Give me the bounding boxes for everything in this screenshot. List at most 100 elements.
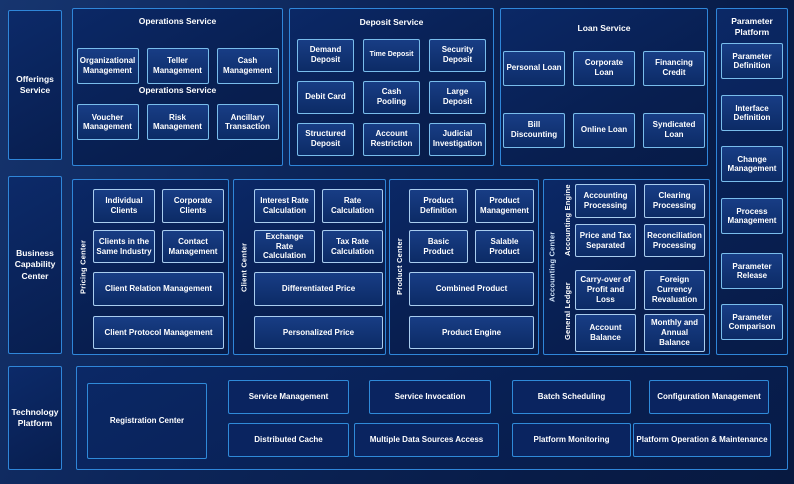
loan-row-2: Bill Discounting Online Loan Syndicated … [501, 112, 707, 148]
box-client-relation-management: Client Relation Management [93, 272, 224, 306]
operations-service-panel: Operations Service Organizational Manage… [72, 8, 283, 166]
box-personalized-price: Personalized Price [254, 316, 383, 349]
rail-offerings-service: Offerings Service [8, 10, 62, 160]
product-center-vertical-label: Product Center [395, 238, 404, 296]
general-ledger-vertical-label: General Ledger [563, 282, 572, 340]
box-security-deposit: Security Deposit [429, 38, 486, 72]
box-basic-product: Basic Product [409, 230, 468, 263]
rail-offerings-label: Offerings Service [16, 73, 54, 95]
operations-service-title: Operations Service [138, 16, 217, 26]
technology-platform-panel: Registration Center Service Management S… [76, 366, 788, 470]
box-judicial-investigation: Judicial Investigation [429, 122, 486, 156]
box-voucher-management: Voucher Management [76, 104, 139, 141]
pricing-small-row-1: Individual Clients Corporate Clients [93, 189, 224, 223]
box-individual-clients: Individual Clients [93, 189, 155, 223]
box-product-definition: Product Definition [409, 189, 468, 223]
box-corporate-clients: Corporate Clients [162, 189, 224, 223]
box-product-engine: Product Engine [409, 316, 534, 349]
deposit-service-title: Deposit Service [359, 17, 424, 27]
operations-row-2: Voucher Management Risk Management Ancil… [73, 104, 282, 141]
engine-row-2: Price and Tax Separated Reconciliation P… [575, 224, 705, 257]
operations-row-1: Organizational Management Teller Managem… [73, 47, 282, 84]
deposit-service-panel: Deposit Service Demand Deposit Time Depo… [289, 8, 494, 166]
box-clients-same-industry: Clients in the Same Industry [93, 230, 155, 263]
product-small-row-1: Product Definition Product Management [409, 189, 534, 223]
parameter-platform-title: Parameter Platform [731, 16, 773, 37]
box-platform-monitoring: Platform Monitoring [512, 423, 631, 457]
accounting-center-panel: Accounting Center Accounting Engine Acco… [543, 179, 710, 355]
box-monthly-annual-balance: Monthly and Annual Balance [644, 314, 705, 352]
box-distributed-cache: Distributed Cache [228, 423, 349, 457]
box-rate-calculation: Rate Calculation [322, 189, 383, 223]
pricing-center-panel: Pricing Center Individual Clients Corpor… [72, 179, 229, 355]
box-interface-definition: Interface Definition [721, 95, 783, 132]
engine-row-1: Accounting Processing Clearing Processin… [575, 184, 705, 218]
general-ledger-section: General Ledger Carry-over of Profit and … [560, 270, 710, 352]
box-cash-pooling: Cash Pooling [363, 80, 420, 114]
box-change-management: Change Management [721, 146, 783, 183]
pricing-small-row-2: Clients in the Same Industry Contact Man… [93, 230, 224, 263]
loan-service-title: Loan Service [577, 23, 631, 33]
box-platform-operation-maintenance: Platform Operation & Maintenance [633, 423, 771, 457]
box-product-management: Product Management [475, 189, 534, 223]
box-batch-scheduling: Batch Scheduling [512, 380, 631, 414]
operations-service-subtitle: Operations Service [138, 84, 217, 95]
box-ancillary-transaction: Ancillary Transaction [216, 104, 279, 141]
box-interest-rate-calculation: Interest Rate Calculation [254, 189, 315, 223]
box-personal-loan: Personal Loan [503, 50, 565, 86]
box-salable-product: Salable Product [475, 230, 534, 263]
box-registration-center: Registration Center [87, 383, 207, 459]
rail-technology-platform: Technology Platform [8, 366, 62, 470]
box-client-protocol-management: Client Protocol Management [93, 316, 224, 349]
client-center-panel: Client Center Interest Rate Calculation … [233, 179, 386, 355]
box-risk-management: Risk Management [146, 104, 209, 141]
box-accounting-processing: Accounting Processing [575, 184, 636, 218]
client-small-row-1: Interest Rate Calculation Rate Calculati… [254, 189, 383, 223]
deposit-row-3: Structured Deposit Account Restriction J… [290, 122, 493, 156]
box-clearing-processing: Clearing Processing [644, 184, 705, 218]
box-organizational-management: Organizational Management [76, 47, 139, 84]
box-structured-deposit: Structured Deposit [297, 122, 354, 156]
box-teller-management: Teller Management [146, 47, 209, 84]
accounting-engine-vertical-label: Accounting Engine [563, 184, 572, 257]
box-corporate-loan: Corporate Loan [573, 50, 635, 86]
ledger-row-2: Account Balance Monthly and Annual Balan… [575, 314, 705, 352]
box-bill-discounting: Bill Discounting [503, 112, 565, 148]
box-parameter-release: Parameter Release [721, 253, 783, 290]
box-cash-management: Cash Management [216, 47, 279, 84]
box-price-tax-separated: Price and Tax Separated [575, 224, 636, 257]
box-multiple-data-sources-access: Multiple Data Sources Access [354, 423, 499, 457]
product-small-row-2: Basic Product Salable Product [409, 230, 534, 263]
box-differentiated-price: Differentiated Price [254, 272, 383, 306]
ledger-row-1: Carry-over of Profit and Loss Foreign Cu… [575, 270, 705, 310]
box-service-management: Service Management [228, 380, 349, 414]
deposit-row-1: Demand Deposit Time Deposit Security Dep… [290, 38, 493, 72]
box-contact-management: Contact Management [162, 230, 224, 263]
box-demand-deposit: Demand Deposit [297, 38, 354, 72]
product-center-panel: Product Center Product Definition Produc… [389, 179, 539, 355]
box-service-invocation: Service Invocation [369, 380, 491, 414]
loan-service-panel: Loan Service Personal Loan Corporate Loa… [500, 8, 708, 166]
box-debit-card: Debit Card [297, 80, 354, 114]
rail-business-label: Business Capability Center [14, 248, 56, 281]
box-parameter-comparison: Parameter Comparison [721, 304, 783, 341]
client-center-vertical-label: Client Center [239, 242, 249, 292]
box-large-deposit: Large Deposit [429, 80, 486, 114]
client-small-row-2: Exchange Rate Calculation Tax Rate Calcu… [254, 230, 383, 263]
box-account-restriction: Account Restriction [363, 122, 420, 156]
box-process-management: Process Management [721, 198, 783, 235]
box-combined-product: Combined Product [409, 272, 534, 306]
box-exchange-rate-calculation: Exchange Rate Calculation [254, 230, 315, 263]
box-reconciliation-processing: Reconciliation Processing [644, 224, 705, 257]
box-foreign-currency-revaluation: Foreign Currency Revaluation [644, 270, 705, 310]
accounting-engine-section: Accounting Engine Accounting Processing … [560, 184, 710, 257]
box-account-balance: Account Balance [575, 314, 636, 352]
box-carry-over-profit-loss: Carry-over of Profit and Loss [575, 270, 636, 310]
box-online-loan: Online Loan [573, 112, 635, 148]
box-parameter-definition: Parameter Definition [721, 43, 783, 80]
deposit-row-2: Debit Card Cash Pooling Large Deposit [290, 80, 493, 114]
box-configuration-management: Configuration Management [649, 380, 769, 414]
box-financing-credit: Financing Credit [643, 50, 705, 86]
pricing-center-vertical-label: Pricing Center [78, 239, 88, 295]
